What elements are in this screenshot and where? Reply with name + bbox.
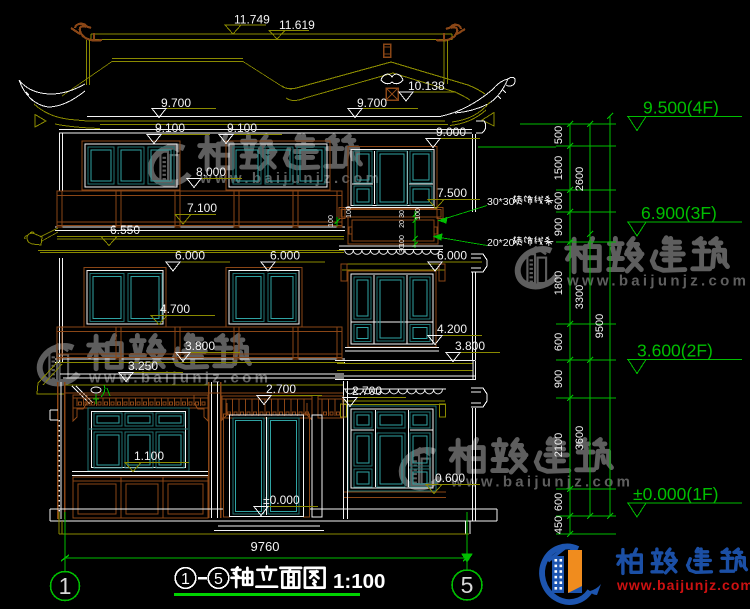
svg-text:9.700: 9.700 [161,96,191,110]
svg-text:10.138: 10.138 [408,79,445,93]
svg-text:5: 5 [214,571,223,588]
svg-text:4.200: 4.200 [437,322,467,336]
svg-text:9.500(4F): 9.500(4F) [643,98,719,118]
svg-text:9.700: 9.700 [357,96,387,110]
svg-text:±0.000(1F): ±0.000(1F) [633,484,718,504]
svg-text:9500: 9500 [594,314,606,338]
svg-text:5: 5 [461,572,474,598]
svg-text:9.100: 9.100 [155,121,185,135]
svg-text:2.700: 2.700 [352,384,382,398]
svg-text:9.000: 9.000 [436,125,466,139]
svg-text:3300: 3300 [574,285,586,309]
svg-text:1:100: 1:100 [333,570,385,593]
svg-text:9760: 9760 [251,539,280,554]
svg-text:8.000: 8.000 [196,165,226,179]
svg-text:1.100: 1.100 [134,449,164,463]
svg-text:4.700: 4.700 [160,302,190,316]
svg-text:6.000: 6.000 [270,249,300,263]
svg-text:7.500: 7.500 [437,186,467,200]
svg-text:3.250: 3.250 [128,359,158,373]
svg-text:20*20: 20*20 [487,237,515,249]
svg-text:450: 450 [553,516,565,534]
svg-text:30*30: 30*30 [487,196,515,208]
svg-text:900: 900 [553,218,565,236]
svg-text:30: 30 [399,245,406,253]
svg-text:www.baijunjz.com: www.baijunjz.com [450,474,633,491]
svg-text:100: 100 [399,235,406,247]
svg-text:3.600(2F): 3.600(2F) [637,341,713,361]
svg-text:3.800: 3.800 [455,339,485,353]
svg-text:11.619: 11.619 [279,18,315,32]
svg-text:2600: 2600 [574,167,586,191]
svg-text:3600: 3600 [574,426,586,450]
svg-text:100: 100 [415,208,422,220]
svg-text:±0.000: ±0.000 [263,493,300,507]
svg-text:www.baijunjz.com: www.baijunjz.com [616,577,750,593]
svg-text:www.baijunjz.com: www.baijunjz.com [199,170,382,187]
svg-text:1800: 1800 [553,271,565,295]
svg-text:20: 20 [399,220,406,228]
svg-text:0.600: 0.600 [435,471,465,485]
svg-text:2.700: 2.700 [266,382,296,396]
svg-text:600: 600 [553,192,565,210]
svg-text:1: 1 [181,571,190,588]
svg-text:2100: 2100 [553,433,565,457]
svg-text:www.baijunjz.com: www.baijunjz.com [566,273,749,290]
svg-text:100: 100 [346,206,353,218]
svg-text:30: 30 [399,210,406,218]
svg-text:6.000: 6.000 [437,249,467,263]
svg-text:1: 1 [59,573,72,599]
svg-text:3.800: 3.800 [185,339,215,353]
svg-text:900: 900 [553,370,565,388]
svg-text:9.100: 9.100 [227,121,257,135]
svg-text:1500: 1500 [553,156,565,180]
svg-text:500: 500 [553,126,565,144]
svg-text:7.100: 7.100 [187,201,217,215]
svg-text:600: 600 [553,493,565,511]
svg-text:600: 600 [553,333,565,351]
svg-text:6.900(3F): 6.900(3F) [641,203,717,223]
svg-text:6.000: 6.000 [175,249,205,263]
svg-text:11.749: 11.749 [234,13,270,27]
svg-text:100: 100 [328,215,335,227]
svg-text:6.550: 6.550 [110,223,140,237]
